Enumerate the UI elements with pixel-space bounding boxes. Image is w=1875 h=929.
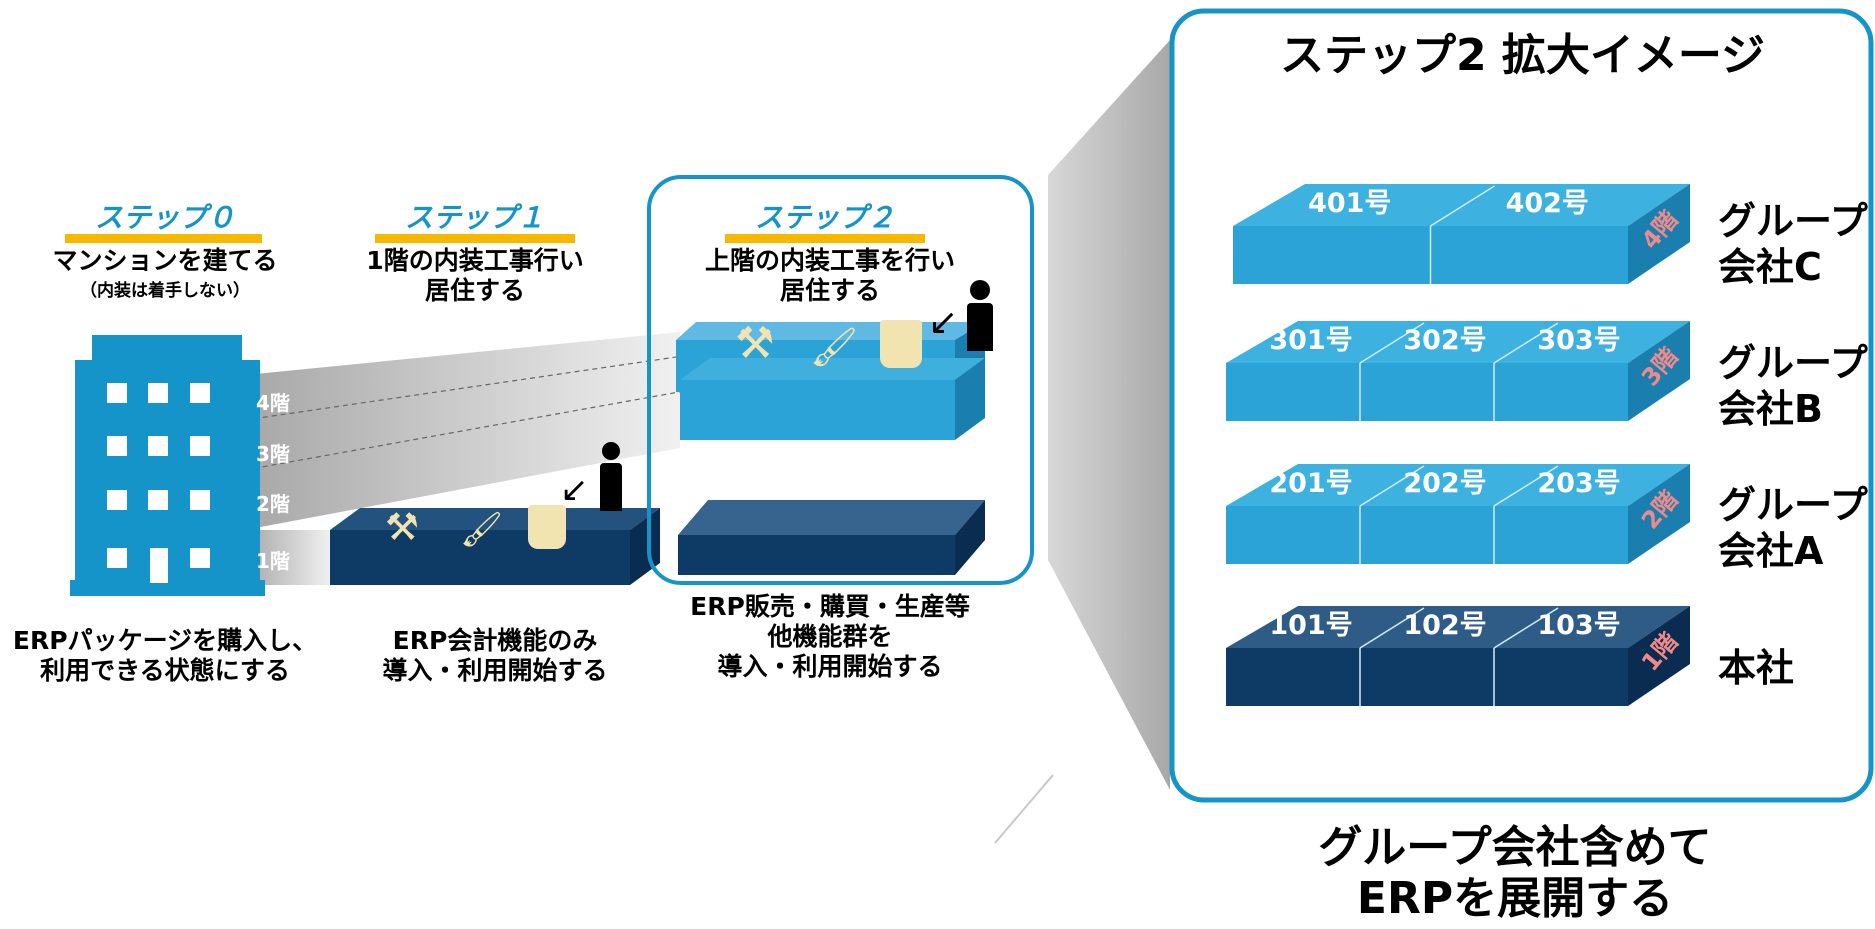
step1-caption: ERP会計機能のみ 導入・利用開始する — [355, 626, 635, 686]
step2-subtitle-line2: 居住する — [779, 276, 880, 305]
headquarters-label: 本社 — [1718, 645, 1794, 691]
floor-front — [1226, 506, 1628, 564]
floor-top — [1226, 321, 1690, 363]
arrow-icon: ↙ — [928, 302, 959, 343]
step0-note: （内装は着手しない） — [80, 281, 250, 301]
step2-dark-slab — [678, 500, 985, 575]
company-a-label: グループ 会社A — [1718, 482, 1868, 575]
room-divider — [1430, 185, 1495, 227]
headquarters-line1: 本社 — [1718, 646, 1795, 690]
company-b-label: グループ 会社B — [1718, 340, 1868, 433]
room-label: 301号 — [1269, 325, 1352, 356]
company-a-line1: グループ — [1718, 483, 1868, 527]
step2-caption-line3: 導入・利用開始する — [717, 652, 943, 681]
floor-side — [1628, 606, 1690, 706]
floor-top — [1233, 184, 1690, 226]
floor-label-3: 3階 — [256, 442, 290, 466]
step2-subtitle-line1: 上階の内装工事を行い — [704, 246, 955, 275]
room-divider — [1359, 465, 1425, 507]
person-icon — [967, 280, 993, 352]
step1-subtitle-line1: 1階の内装工事行い — [366, 246, 584, 275]
room-label: 401号 — [1308, 188, 1391, 219]
beam-lower — [245, 530, 330, 585]
zoom-footer: グループ会社含めて ERPを展開する — [1250, 822, 1780, 925]
floor-label-4: 4階 — [256, 391, 290, 415]
room-divider — [1359, 607, 1425, 649]
step0-title: ステップ０ — [94, 201, 235, 234]
hammer-icon: ⚒ — [735, 318, 775, 369]
floor-front — [1226, 648, 1628, 706]
floor-side — [1628, 464, 1690, 564]
room-label: 402号 — [1506, 188, 1589, 219]
floor-side — [1628, 184, 1690, 284]
step2-title: ステップ２ — [754, 201, 895, 234]
room-label: 201号 — [1269, 468, 1352, 499]
zoom-title: ステップ2 拡大イメージ — [1279, 30, 1766, 81]
step2-subtitle: 上階の内装工事を行い 居住する — [680, 246, 980, 306]
room-label: 303号 — [1537, 325, 1620, 356]
room-divider — [1359, 322, 1425, 364]
step2-caption: ERP販売・購買・生産等 他機能群を 導入・利用開始する — [665, 592, 995, 682]
paint-bucket-icon — [528, 505, 566, 549]
footer-line1: グループ会社含めて — [1318, 822, 1712, 873]
room-label: 101号 — [1269, 610, 1352, 641]
step0-underline — [65, 234, 262, 243]
room-label: 203号 — [1537, 468, 1620, 499]
floor-front — [1226, 363, 1628, 421]
step1-underline — [375, 234, 575, 243]
floor-top — [1226, 464, 1690, 506]
floor-side — [1628, 321, 1690, 421]
person-icon — [600, 442, 622, 512]
step1-slab — [330, 508, 660, 585]
step1-caption-line1: ERP会計機能のみ — [392, 626, 598, 655]
room-label: 102号 — [1403, 610, 1486, 641]
room-label: 202号 — [1403, 468, 1486, 499]
step0-caption: ERPパッケージを購入し、 利用できる状態にする — [0, 626, 330, 686]
step1-subtitle-line2: 居住する — [424, 276, 525, 305]
company-b-line1: グループ — [1718, 341, 1868, 385]
step1-title: ステップ１ — [404, 201, 545, 234]
room-label: 302号 — [1403, 325, 1486, 356]
company-a-line2: 会社A — [1718, 529, 1824, 574]
company-c-label: グループ 会社C — [1718, 198, 1868, 291]
company-c-line2: 会社C — [1718, 245, 1822, 290]
floor-top — [1226, 606, 1690, 648]
step2-caption-line2: 他機能群を — [767, 622, 893, 651]
hammer-icon: ⚒ — [385, 505, 420, 549]
step2-underline — [725, 234, 925, 243]
step0-caption-line1: ERPパッケージを購入し、 — [12, 626, 318, 655]
room-divider — [1493, 607, 1559, 649]
step0-subtitle: マンションを建てる — [52, 246, 278, 275]
room-label: 103号 — [1537, 610, 1620, 641]
brush-icon: 🖌 — [810, 325, 859, 369]
company-c-line1: グループ — [1718, 199, 1868, 243]
zoom-funnel — [1048, 40, 1170, 790]
arrow-icon: ↙ — [560, 470, 589, 510]
building — [70, 335, 265, 596]
floor-label-2: 2階 — [256, 492, 290, 516]
step1-subtitle: 1階の内装工事行い 居住する — [340, 246, 610, 306]
footer-line2: ERPを展開する — [1356, 873, 1674, 925]
step2-caption-line1: ERP販売・購買・生産等 — [690, 592, 970, 621]
step2-frame — [647, 175, 1034, 585]
floor-label-1: 1階 — [256, 549, 290, 573]
room-divider — [1493, 465, 1559, 507]
paint-bucket-icon — [880, 320, 922, 368]
company-b-line2: 会社B — [1718, 387, 1823, 432]
brush-icon: 🖌 — [460, 510, 504, 550]
room-divider — [1493, 322, 1559, 364]
step1-caption-line2: 導入・利用開始する — [382, 656, 608, 685]
step0-caption-line2: 利用できる状態にする — [40, 656, 290, 685]
